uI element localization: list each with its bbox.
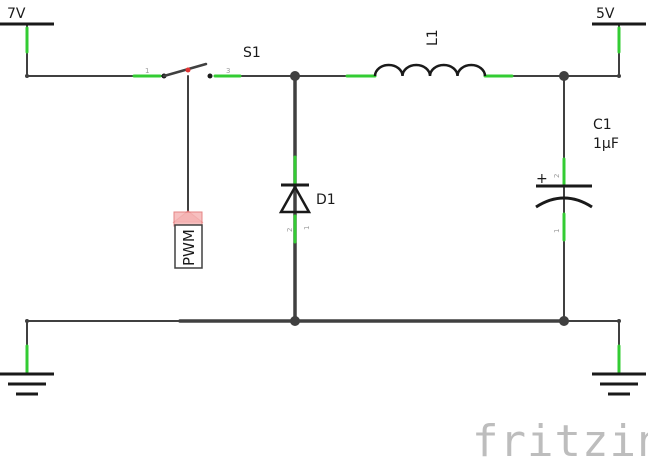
capacitor-c1-name: C1	[593, 117, 612, 133]
diode-d1-triangle	[278, 184, 312, 214]
junctions	[25, 71, 621, 326]
switch-s1-label: S1	[243, 45, 261, 61]
switch-s1[interactable]: 1 3 S1	[132, 45, 261, 79]
inductor-l1[interactable]: L1	[345, 29, 514, 78]
corner-ground-right	[617, 319, 621, 323]
ground-right[interactable]	[592, 344, 646, 396]
diode-d1-pin1-label: 1	[303, 226, 311, 230]
supply-5v[interactable]: 5V	[592, 6, 646, 54]
inductor-l1-label: L1	[425, 29, 441, 46]
junction-diode-ground	[290, 316, 300, 326]
pwm-label: PWM	[180, 229, 198, 266]
switch-s1-pin1-label: 1	[145, 67, 149, 75]
supply-7v-label: 7V	[7, 6, 26, 22]
switch-s1-control-point	[185, 67, 191, 73]
capacitor-c1-plate-negative	[535, 196, 593, 209]
corner-ground-left	[25, 319, 29, 323]
pwm-pin-highlight	[173, 211, 203, 227]
corner-vin	[25, 74, 29, 78]
pwm-box	[174, 224, 203, 269]
ground-left[interactable]	[0, 344, 54, 396]
junction-output-node	[559, 71, 569, 81]
switch-s1-pin3-label: 3	[226, 67, 230, 75]
diode-d1[interactable]: D1 2 1	[278, 155, 336, 244]
junction-switch-node	[290, 71, 300, 81]
supply-7v[interactable]: 7V	[0, 6, 54, 54]
switch-s1-contact-right	[207, 73, 213, 79]
diode-d1-pin2-label: 2	[286, 228, 294, 232]
corner-vout	[617, 74, 621, 78]
fritzing-watermark: fritzing	[472, 416, 648, 467]
diode-d1-label: D1	[316, 192, 336, 208]
junction-cap-ground	[559, 316, 569, 326]
inductor-l1-coil	[373, 63, 487, 77]
capacitor-c1-pin2-label: 2	[553, 174, 561, 178]
switch-s1-blade	[162, 62, 208, 78]
pwm-source[interactable]: PWM	[172, 210, 204, 269]
capacitor-c1-pin1-label: 1	[553, 229, 561, 233]
capacitor-c1-value: 1µF	[593, 136, 619, 152]
supply-5v-label: 5V	[596, 6, 615, 22]
capacitor-c1[interactable]: + C1 1µF 2 1	[535, 117, 619, 242]
capacitor-c1-polarity: +	[536, 171, 548, 187]
